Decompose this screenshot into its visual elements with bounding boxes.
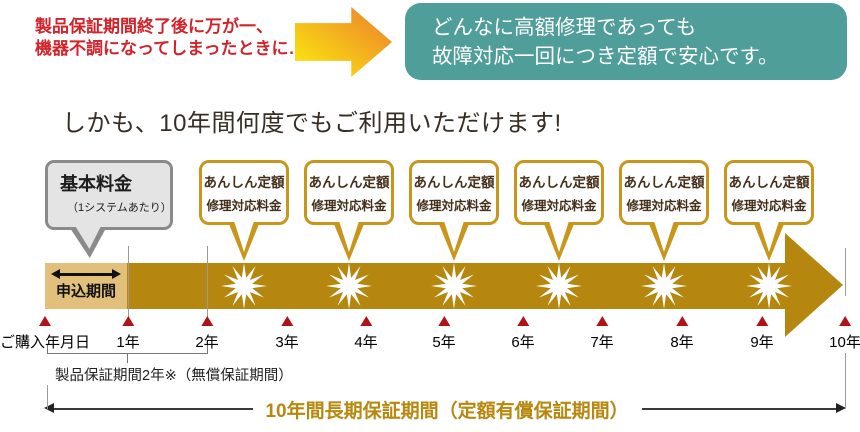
timeline-tick: 1年 bbox=[116, 316, 140, 352]
warranty2y-bracket-left-end bbox=[47, 344, 48, 354]
fee-callout: あんしん定額 修理対応料金 bbox=[409, 160, 499, 261]
fee-callout-line2: 修理対応料金 bbox=[311, 199, 387, 213]
timeline-tick: 8年 bbox=[670, 316, 694, 352]
tick-marker-icon bbox=[756, 316, 768, 326]
base-fee-title: 基本料金 bbox=[60, 174, 132, 194]
warranty2y-bracket-right-end bbox=[207, 344, 208, 354]
fee-callout: あんしん定額 修理対応料金 bbox=[514, 160, 604, 261]
tick-marker-icon bbox=[360, 316, 372, 326]
fee-callout-line2: 修理対応料金 bbox=[206, 199, 282, 213]
timeline-tick: 5年 bbox=[432, 316, 456, 352]
timeline-band bbox=[45, 263, 792, 309]
base-fee-box: 基本料金 （1システムあたり） bbox=[45, 160, 173, 258]
tick-label: 5年 bbox=[432, 334, 456, 351]
tick-marker-icon bbox=[38, 316, 51, 326]
tick-line-2y bbox=[207, 246, 208, 319]
problem-line2: 機器不調になってしまったときに… bbox=[35, 39, 306, 58]
tick-label: 9年 bbox=[750, 334, 774, 351]
fee-callout: あんしん定額 修理対応料金 bbox=[304, 160, 394, 261]
fee-callout-line2: 修理対応料金 bbox=[731, 199, 807, 213]
base-fee-subtitle: （1システムあたり） bbox=[67, 202, 172, 214]
tick-marker-icon bbox=[517, 316, 529, 326]
warranty2y-bracket-stub bbox=[127, 353, 128, 363]
tick-marker-icon bbox=[201, 316, 213, 326]
solution-box: どんなに高額修理であっても 故障対応一回につき定額で安心です。 bbox=[405, 3, 847, 80]
tick-label: 8年 bbox=[670, 334, 694, 351]
tick-marker-icon bbox=[122, 316, 134, 326]
timeline-tick: 2年 bbox=[195, 316, 219, 352]
fee-callout-line1: あんしん定額 bbox=[203, 175, 285, 190]
tick-label: 3年 bbox=[275, 334, 299, 351]
tick-marker-icon bbox=[596, 316, 608, 326]
timeline-tick: 9年 bbox=[750, 316, 774, 352]
problem-statement: 製品保証期間終了後に万が一、 機器不調になってしまったときに… bbox=[35, 16, 305, 60]
fee-callout-line1: あんしん定額 bbox=[518, 175, 600, 190]
tick-label: ご購入年月日 bbox=[0, 334, 91, 351]
timeline-tick: 4年 bbox=[354, 316, 378, 352]
tick-marker-icon bbox=[281, 316, 293, 326]
bracket-left-drop bbox=[47, 385, 48, 409]
tick-label: 4年 bbox=[354, 334, 378, 351]
tick-line-1y bbox=[128, 246, 129, 319]
solution-line1: どんなに高額修理であっても bbox=[432, 16, 697, 39]
timeline-tick: 6年 bbox=[511, 316, 535, 352]
tick-marker-icon bbox=[676, 316, 688, 326]
tick-marker-icon bbox=[438, 316, 450, 326]
tick-line-10y-upper bbox=[845, 248, 846, 296]
application-period-zone: 申込期間 bbox=[45, 263, 127, 309]
fee-callout-line1: あんしん定額 bbox=[413, 175, 495, 190]
double-arrow-icon bbox=[51, 269, 121, 279]
fee-callout-line2: 修理対応料金 bbox=[626, 199, 702, 213]
fee-callout: あんしん定額 修理対応料金 bbox=[619, 160, 709, 261]
fee-callout-line1: あんしん定額 bbox=[728, 175, 810, 190]
fee-callout: あんしん定額 修理対応料金 bbox=[724, 160, 814, 261]
paid-warranty-line-left bbox=[52, 408, 253, 410]
paid-warranty-line-right bbox=[642, 408, 836, 410]
problem-line1: 製品保証期間終了後に万が一、 bbox=[35, 17, 273, 36]
fee-callout: あんしん定額 修理対応料金 bbox=[199, 160, 289, 261]
fee-callout-line2: 修理対応料金 bbox=[521, 199, 597, 213]
tick-marker-icon bbox=[839, 316, 851, 326]
tick-label: 7年 bbox=[590, 334, 614, 351]
timeline-tick: 3年 bbox=[275, 316, 299, 352]
tick-line-10y-lower bbox=[845, 353, 846, 409]
timeline-tick: 10年 bbox=[829, 316, 860, 352]
timeline-tick: ご購入年月日 bbox=[0, 316, 90, 352]
paid-warranty-label: 10年間長期保証期間（定額有償保証期間） bbox=[265, 401, 629, 422]
tick-label: 1年 bbox=[116, 334, 140, 351]
fee-callout-line2: 修理対応料金 bbox=[416, 199, 492, 213]
fee-callout-line1: あんしん定額 bbox=[308, 175, 390, 190]
free-warranty-note: 製品保証期間2年※（無償保証期間） bbox=[55, 368, 293, 384]
flow-arrow-icon bbox=[295, 7, 392, 77]
timeline-tick: 7年 bbox=[590, 316, 614, 352]
paid-warranty-arrow-left-icon bbox=[44, 403, 54, 413]
tick-label: 6年 bbox=[511, 334, 535, 351]
paid-warranty-arrow-right-icon bbox=[836, 403, 846, 413]
application-period-label: 申込期間 bbox=[55, 283, 116, 300]
tick-label: 10年 bbox=[829, 334, 860, 351]
tick-label: 2年 bbox=[195, 334, 219, 351]
solution-line2: 故障対応一回につき定額で安心です。 bbox=[432, 45, 779, 68]
headline: しかも、10年間何度でもご利用いただけます! bbox=[62, 110, 562, 137]
fee-callout-line1: あんしん定額 bbox=[623, 175, 705, 190]
